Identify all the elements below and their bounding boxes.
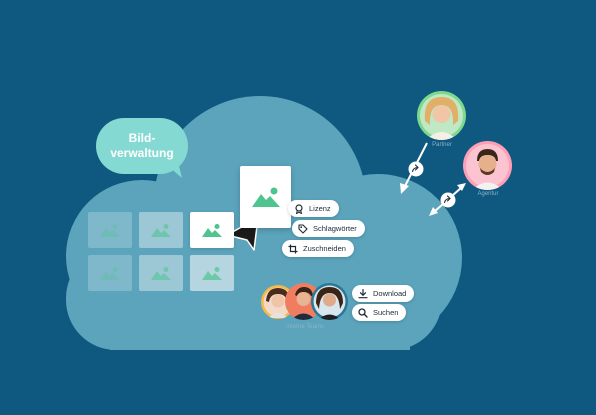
image-icon (251, 187, 280, 207)
bubble-label-line2: verwaltung (110, 146, 174, 160)
image-thumbnail[interactable] (139, 255, 183, 291)
team-member-avatar (311, 283, 348, 320)
partner-transfer-arrow (400, 142, 428, 194)
license-button[interactable]: Lizenz (288, 200, 339, 217)
search-icon (358, 307, 368, 318)
image-thumbnail[interactable] (190, 255, 234, 291)
image-icon (151, 266, 171, 280)
image-management-bubble: Bild- verwaltung (96, 118, 188, 174)
download-button[interactable]: Download (352, 285, 415, 302)
download-icon (358, 288, 368, 298)
image-icon (151, 223, 171, 237)
crop-button[interactable]: Zuschneiden (282, 240, 354, 257)
image-icon (100, 223, 120, 237)
license-label: Lizenz (309, 204, 331, 213)
internal-teams-label: Interne Teams (286, 324, 324, 330)
image-icon (100, 266, 120, 280)
search-label: Suchen (373, 308, 399, 317)
keywords-button[interactable]: Schlagwörter (292, 220, 365, 237)
agency-label: Agentur (477, 191, 499, 197)
search-button[interactable]: Suchen (352, 304, 407, 321)
image-icon (202, 223, 222, 237)
keywords-label: Schlagwörter (313, 224, 357, 233)
crop-icon (288, 244, 298, 253)
image-preview-card[interactable] (240, 166, 291, 228)
license-award-icon (295, 203, 303, 214)
bubble-label-line1: Bild- (128, 131, 156, 145)
image-thumbnail-selected[interactable] (190, 212, 234, 248)
agency-transfer-arrow (429, 183, 466, 216)
image-icon (202, 266, 222, 280)
partner-label: Partner (432, 142, 452, 148)
image-thumbnail[interactable] (88, 212, 132, 248)
download-label: Download (373, 289, 407, 298)
partner-avatar (417, 91, 466, 140)
tag-icon (298, 223, 308, 234)
crop-label: Zuschneiden (303, 244, 346, 253)
image-thumbnail[interactable] (139, 212, 183, 248)
image-thumbnail[interactable] (88, 255, 132, 291)
agency-avatar (463, 141, 512, 190)
